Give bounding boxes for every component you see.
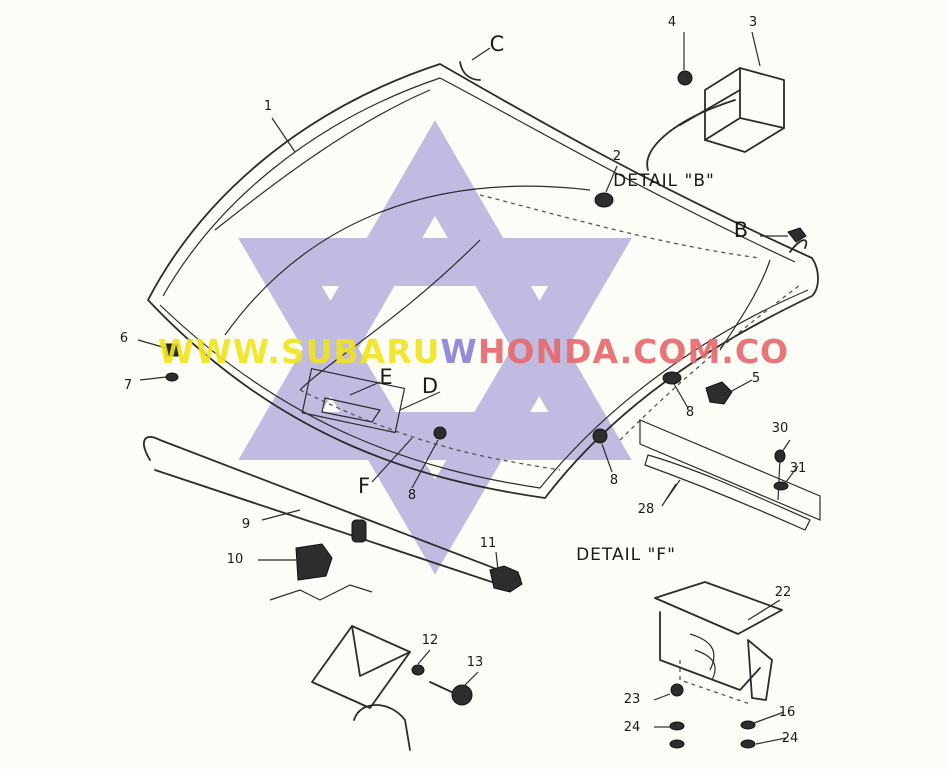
- letter-lD: D: [422, 374, 438, 398]
- callout-c28: 28: [638, 502, 655, 517]
- bolt-23: [670, 683, 684, 697]
- website-watermark: WWW.SUBARUWHONDA.COM.CO: [0, 332, 947, 372]
- letter-lF: F: [358, 474, 370, 498]
- bolt-4: [677, 70, 693, 86]
- washer-31: [773, 481, 789, 491]
- title-detail-f: DETAIL "F": [576, 545, 676, 565]
- star-triangle-down: [238, 238, 632, 575]
- callout-c22: 22: [775, 585, 792, 600]
- callout-c11: 11: [480, 536, 497, 551]
- letter-lC: C: [490, 32, 505, 56]
- clip-on-rod: [351, 519, 367, 543]
- washer-12: [411, 664, 425, 676]
- callout-c12: 12: [422, 633, 439, 648]
- hood-panel: [147, 61, 819, 499]
- callout-c24b: 24: [782, 731, 799, 746]
- callout-c3: 3: [749, 15, 757, 30]
- callout-c8b: 8: [610, 473, 618, 488]
- screw-30: [774, 449, 786, 463]
- screw-6: [165, 343, 179, 357]
- bumper-8b: [592, 428, 608, 444]
- leader-lines: [137, 47, 799, 745]
- grommet-11: [489, 565, 523, 593]
- callout-c5: 5: [752, 371, 760, 386]
- callout-c23: 23: [624, 692, 641, 707]
- clip-b: [787, 227, 807, 243]
- callout-c31: 31: [790, 461, 807, 476]
- callout-c2: 2: [613, 149, 621, 164]
- callout-c8a: 8: [686, 405, 694, 420]
- title-detail-b: DETAIL "B": [613, 171, 715, 191]
- bolt-13: [451, 684, 473, 706]
- letter-lE: E: [379, 365, 392, 389]
- washer-7: [165, 372, 179, 382]
- latch-assembly-22: [654, 581, 783, 749]
- washer-24c: [740, 739, 756, 749]
- detail-b-drawing: [646, 31, 785, 171]
- callout-c9: 9: [242, 517, 250, 532]
- bumper-2: [594, 192, 614, 208]
- washer-24b: [669, 739, 685, 749]
- callout-c30: 30: [772, 421, 789, 436]
- watermark-part-2: W: [440, 332, 478, 371]
- support-rod: [143, 436, 523, 593]
- detail-titles: DETAIL "B" DETAIL "F": [576, 171, 715, 565]
- bumper-8c: [433, 426, 447, 440]
- washer-24a: [669, 721, 685, 731]
- washer-16: [740, 720, 756, 730]
- letter-lB: B: [734, 218, 748, 242]
- bracket-12-13: [311, 625, 473, 751]
- detail-f-drawing: [639, 419, 821, 531]
- callout-c13: 13: [467, 655, 484, 670]
- callout-c10: 10: [227, 552, 244, 567]
- clip-5: [705, 381, 733, 405]
- callout-c8c: 8: [408, 488, 416, 503]
- watermark-part-1: WWW.SUBARU: [157, 332, 441, 371]
- callout-c16: 16: [779, 705, 796, 720]
- callout-c7: 7: [124, 378, 132, 393]
- callout-c1: 1: [264, 99, 272, 114]
- clamp-10: [269, 543, 373, 601]
- callout-c24a: 24: [624, 720, 641, 735]
- callout-c4: 4: [668, 15, 676, 30]
- bumper-8a: [662, 371, 682, 385]
- hood-fasteners: [165, 192, 807, 444]
- watermark-part-3: HONDA.COM.CO: [477, 332, 790, 371]
- callout-letters: C B E D F: [358, 32, 748, 498]
- callout-c6: 6: [120, 331, 128, 346]
